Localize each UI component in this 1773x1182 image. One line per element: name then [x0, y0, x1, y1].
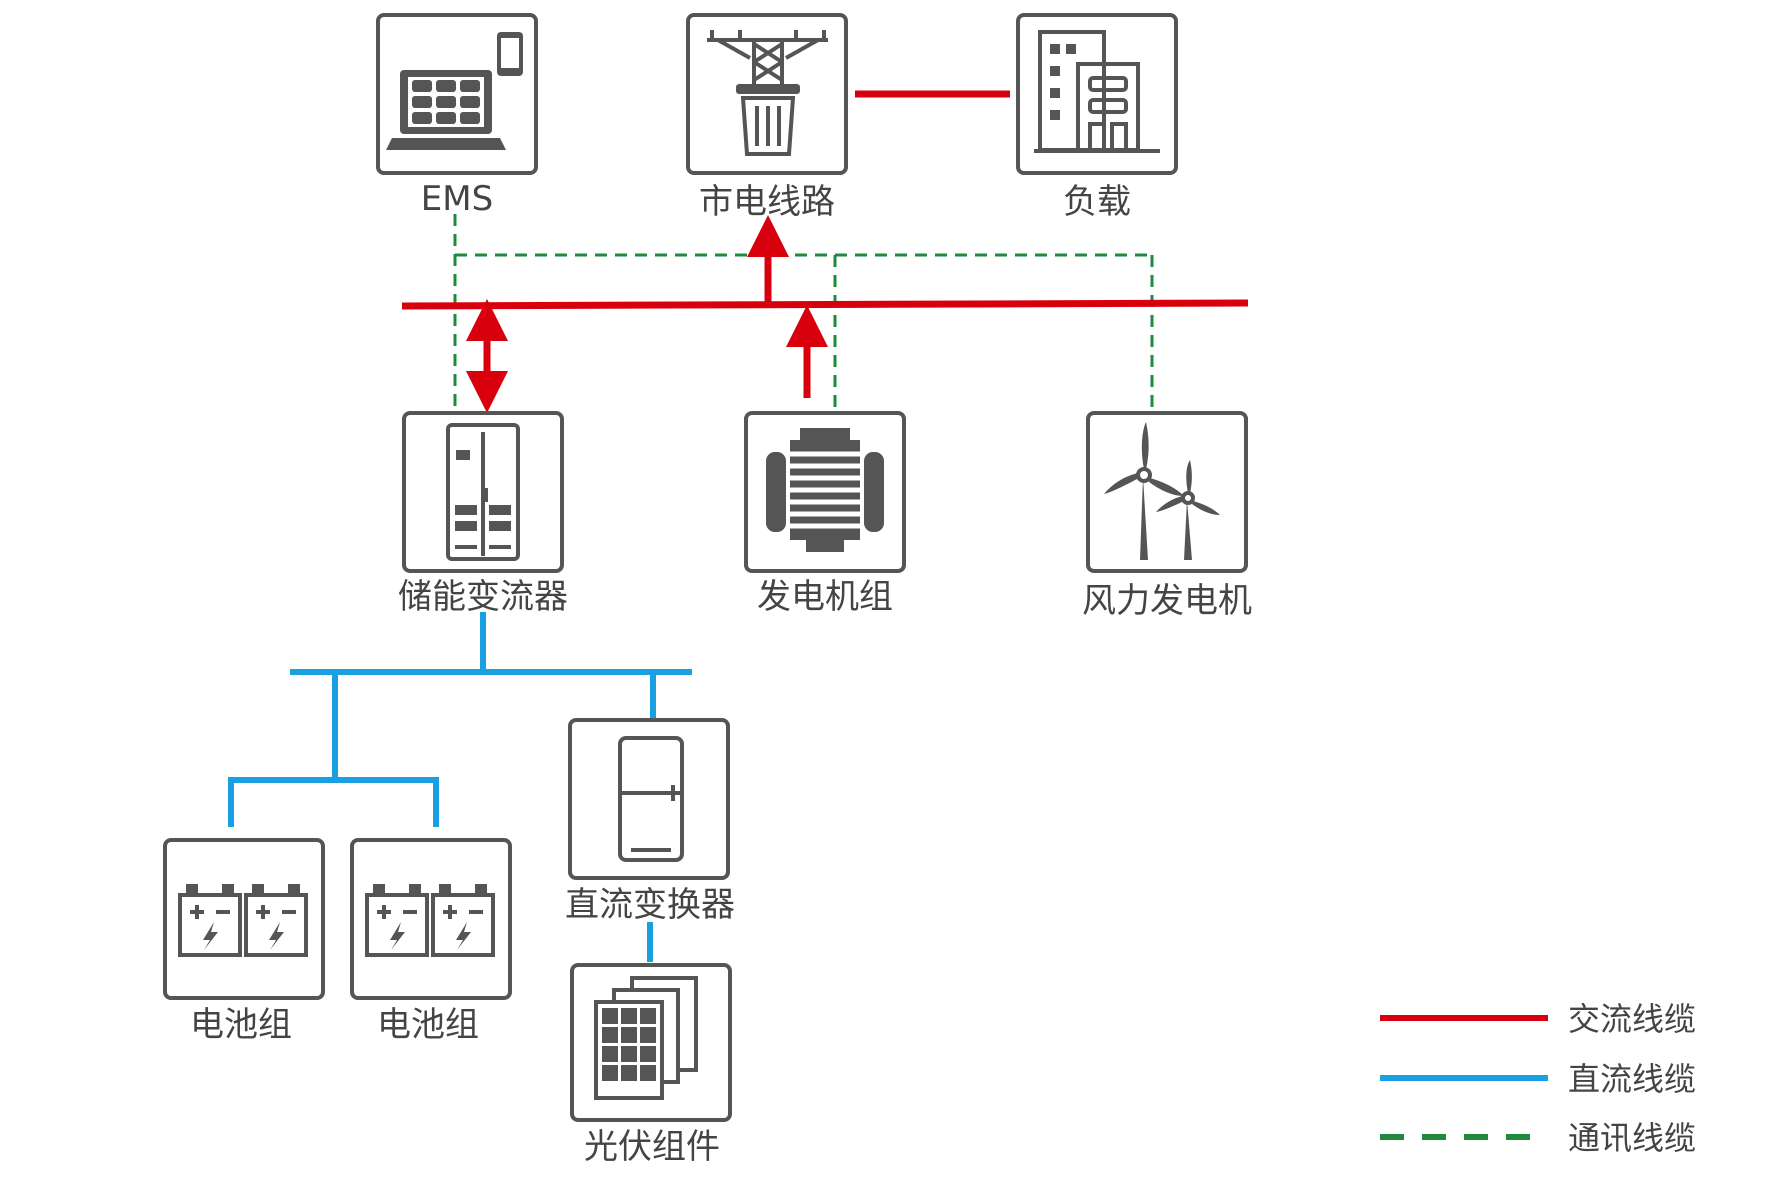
generator-icon	[766, 428, 884, 552]
dcdc-box	[568, 718, 730, 880]
node-pcs[interactable]: 储能变流器	[398, 411, 568, 617]
grid-label: 市电线路	[699, 182, 835, 222]
transmission-tower-icon	[707, 30, 828, 156]
battery-2-label: 电池组	[377, 1005, 479, 1045]
generator-label: 发电机组	[757, 577, 893, 617]
ac-lines	[401, 90, 1249, 413]
dc-converter-icon	[618, 736, 684, 862]
pv-label: 光伏组件	[584, 1127, 720, 1167]
laptop-phone-icon	[386, 32, 523, 150]
node-load[interactable]: 负载	[1016, 13, 1178, 222]
ac-bus	[401, 299, 1249, 310]
legend-label-ac: 交流线缆	[1568, 1000, 1696, 1038]
battery-1-label: 电池组	[190, 1005, 292, 1045]
comm-lines	[453, 214, 1154, 410]
battery-icon	[365, 884, 495, 957]
node-grid[interactable]: 市电线路	[686, 13, 848, 222]
legend-label-comm: 通讯线缆	[1568, 1119, 1696, 1157]
node-ems[interactable]: EMS	[376, 13, 538, 219]
dcdc-label: 直流变换器	[565, 885, 735, 925]
legend-item-ac: 交流线缆	[1380, 1000, 1696, 1038]
building-icon	[1034, 30, 1160, 153]
dc-lines	[228, 612, 692, 962]
legend-item-dc: 直流线缆	[1380, 1060, 1696, 1098]
node-generator[interactable]: 发电机组	[744, 411, 906, 617]
legend-item-comm: 通讯线缆	[1380, 1119, 1696, 1157]
pcs-label: 储能变流器	[398, 577, 568, 617]
converter-cabinet-icon	[446, 423, 520, 561]
wind-label: 风力发电机	[1082, 581, 1252, 621]
ems-label: EMS	[421, 179, 493, 219]
solar-panel-icon	[594, 976, 698, 1100]
dc-line-battery-split	[228, 777, 439, 827]
wind-turbine-icon	[1104, 422, 1220, 560]
node-battery-2[interactable]: 电池组	[350, 838, 512, 1045]
node-wind[interactable]: 风力发电机	[1082, 411, 1252, 621]
node-dcdc[interactable]: 直流变换器	[565, 718, 735, 925]
node-pv[interactable]: 光伏组件	[570, 963, 732, 1167]
battery-icon	[178, 884, 308, 957]
legend-label-dc: 直流线缆	[1568, 1060, 1696, 1098]
node-battery-1[interactable]: 电池组	[163, 838, 325, 1045]
load-label: 负载	[1063, 182, 1131, 222]
legend: 交流线缆 直流线缆 通讯线缆	[1380, 1000, 1696, 1157]
